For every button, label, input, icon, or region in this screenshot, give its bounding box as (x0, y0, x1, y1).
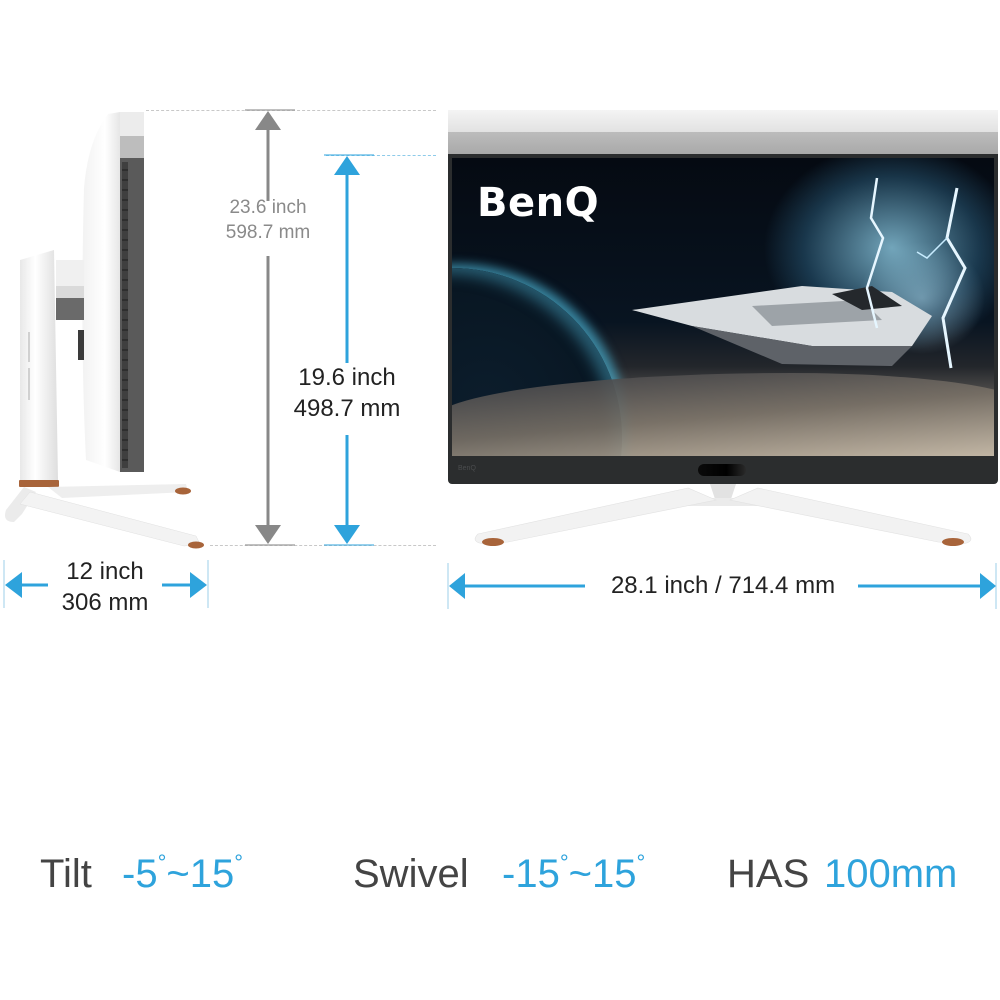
monitor-side-illustration (5, 112, 204, 549)
monitor-front-view: BenQ BenQ (448, 110, 998, 550)
depth-arrow (3, 560, 209, 608)
arrow-left-icon (449, 573, 465, 599)
depth-label: 12 inch 306 mm (30, 556, 180, 618)
degree-icon: ° (559, 850, 569, 875)
swivel-value: -15°~15° (502, 850, 646, 896)
arrow-down-icon (334, 525, 360, 544)
width-arrow (447, 563, 997, 609)
monitor-screen: BenQ (452, 158, 994, 456)
sensor-window (698, 464, 746, 476)
monitor-front-stand (474, 484, 972, 546)
tilt-value: -5°~15° (122, 850, 244, 896)
bezel-logo: BenQ (458, 465, 476, 472)
floor-guide-line (210, 545, 436, 546)
has-label: HAS (727, 852, 810, 896)
total-height-inch: 23.6 inch (229, 197, 307, 218)
min-height-inch: 19.6 inch (298, 364, 396, 391)
min-height-label: 19.6 inch 498.7 mm (270, 362, 424, 424)
tilt-label: Tilt (40, 852, 92, 896)
dunes (452, 373, 994, 456)
benq-logo: BenQ (477, 180, 600, 226)
min-height-mm: 498.7 mm (293, 395, 401, 423)
stand-foot-right (942, 538, 964, 546)
spaceship (632, 286, 932, 366)
degree-icon: ° (157, 850, 167, 875)
monitor-side-view (0, 100, 220, 550)
has-value: 100mm (824, 852, 958, 896)
min-height-arrow (324, 154, 374, 546)
degree-icon: ° (234, 850, 244, 875)
width-label: 28.1 inch / 714.4 mm (610, 572, 836, 599)
min-height-guide-line (326, 155, 436, 156)
arrow-right-icon (980, 573, 996, 599)
monitor-top-hood (448, 110, 998, 132)
arrow-down-icon (255, 525, 281, 544)
swivel-label: Swivel (353, 852, 469, 896)
depth-inch: 12 inch (66, 558, 144, 585)
depth-mm: 306 mm (61, 589, 149, 617)
stand-foot-left (482, 538, 504, 546)
arrow-up-icon (334, 156, 360, 175)
total-height-label: 23.6 inch 598.7 mm (200, 196, 336, 245)
arrow-right-icon (190, 572, 207, 598)
arrow-up-icon (255, 111, 281, 130)
monitor-top-bar (448, 132, 998, 154)
arrow-left-icon (5, 572, 22, 598)
degree-icon: ° (636, 850, 646, 875)
total-height-mm: 598.7 mm (225, 221, 311, 243)
monitor-bezel: BenQ BenQ (448, 154, 998, 484)
total-height-arrow (245, 109, 295, 546)
lightning (865, 177, 967, 369)
